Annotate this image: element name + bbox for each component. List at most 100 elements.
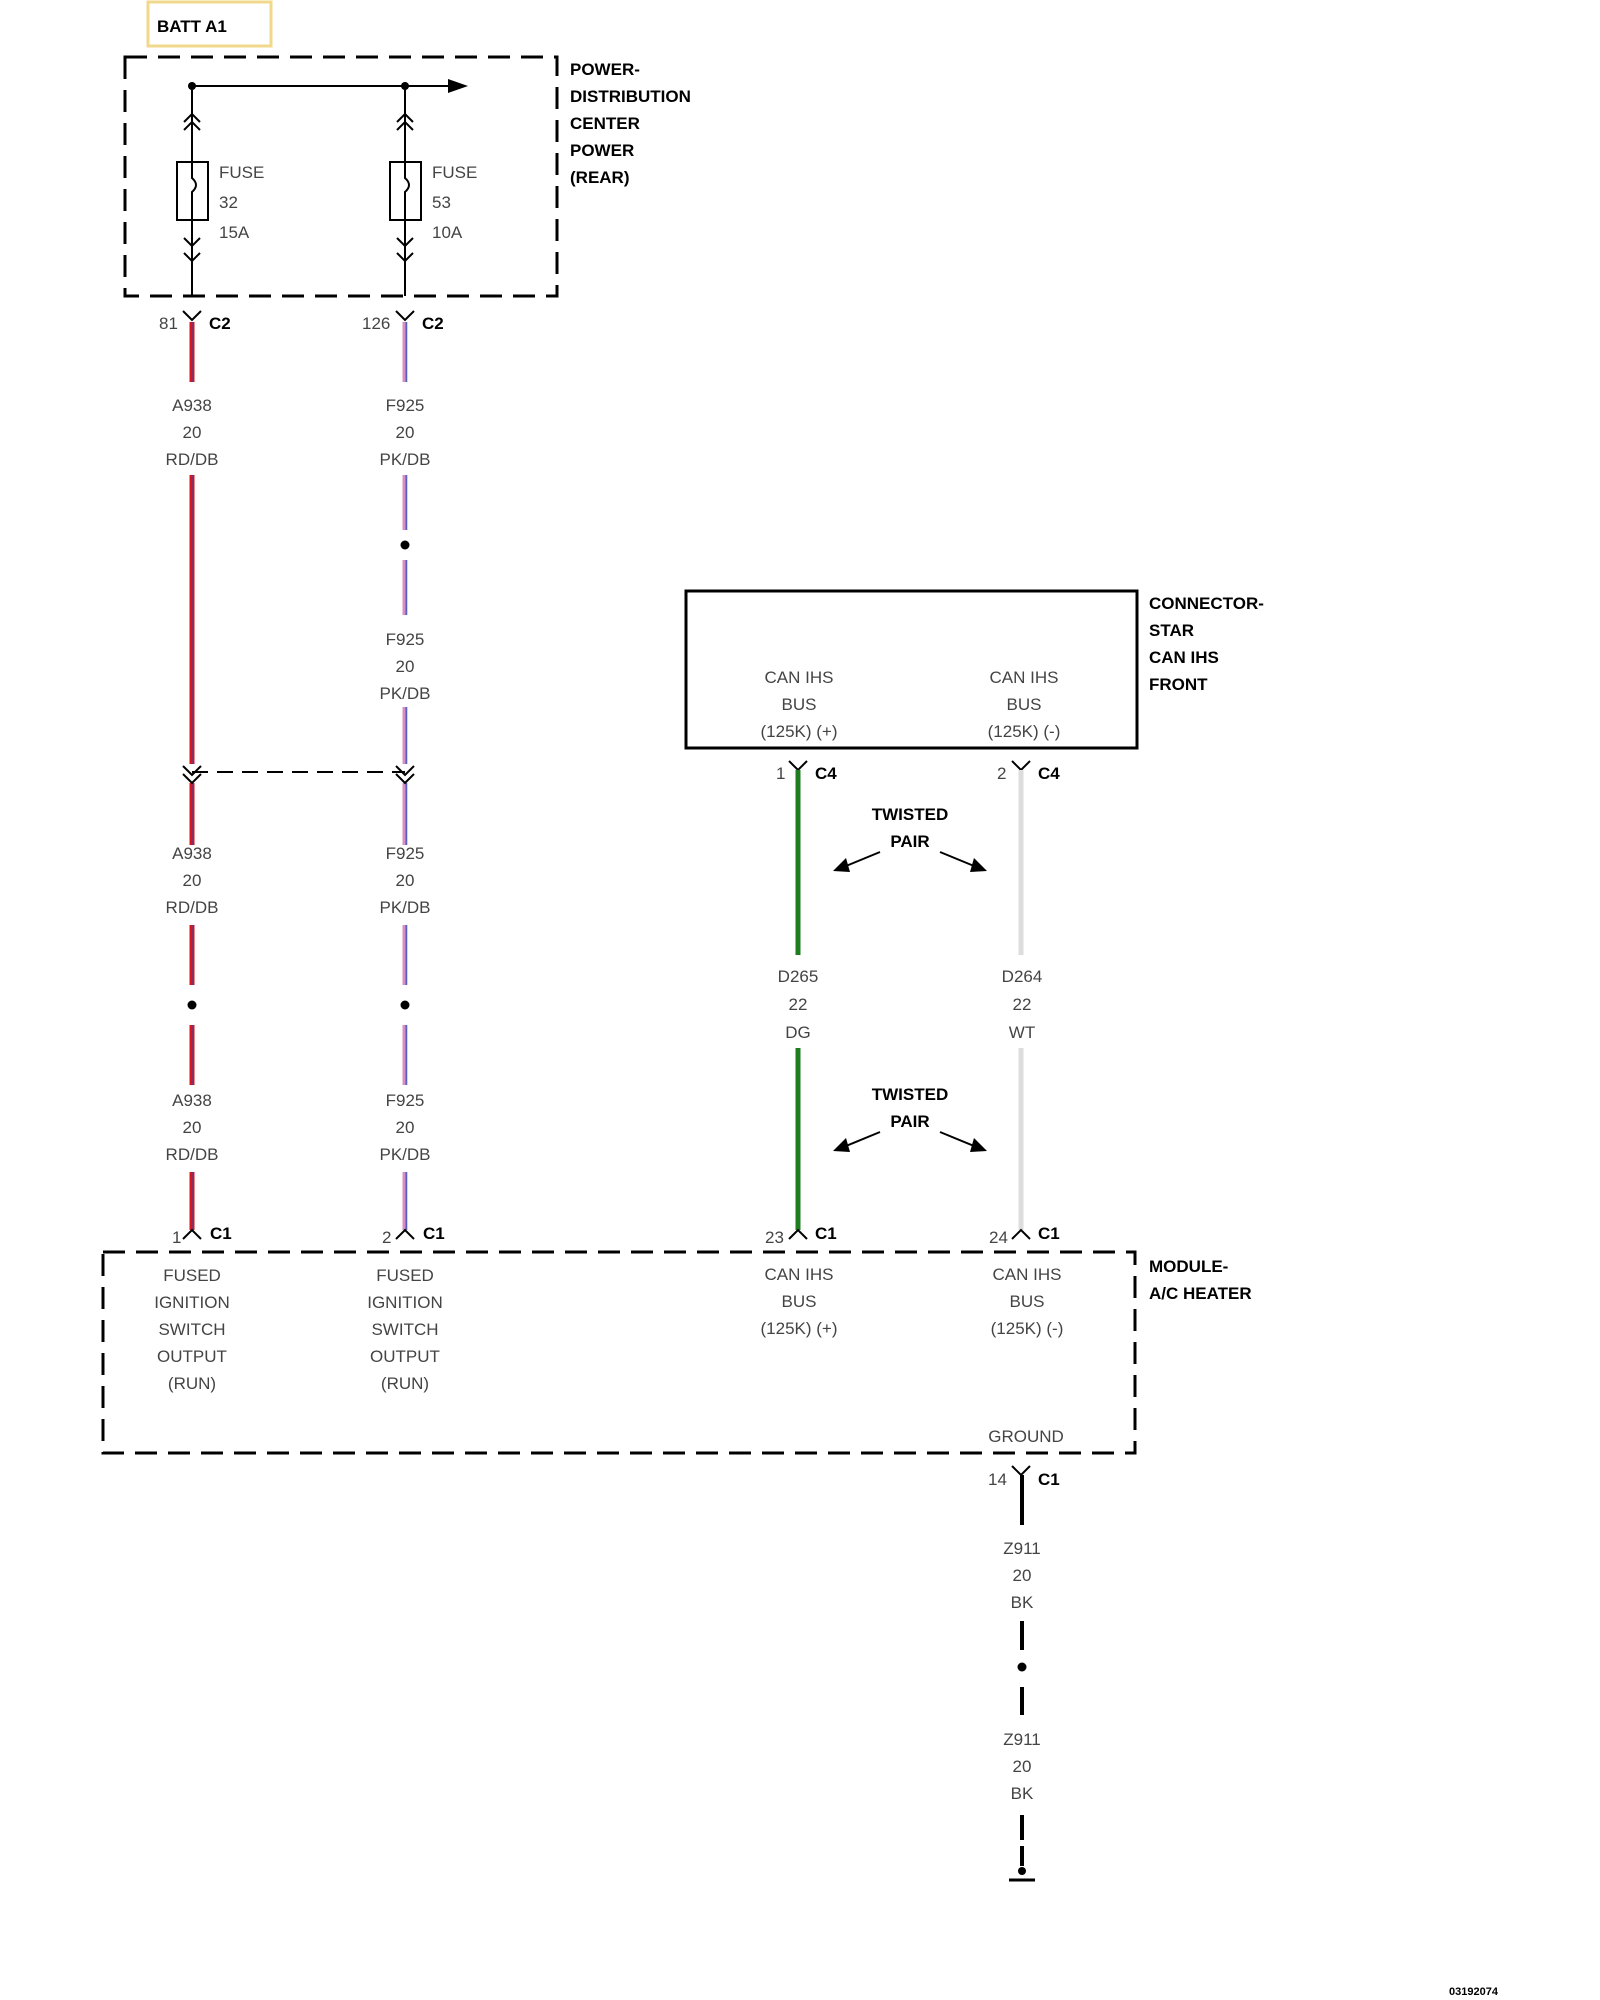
- svg-text:20: 20: [1013, 1757, 1032, 1776]
- module-pin-2: 2 C1: [382, 1224, 445, 1247]
- fuse-53: FUSE 53 10A: [389, 86, 477, 296]
- splice-dot: [1017, 1662, 1027, 1672]
- svg-text:2: 2: [997, 764, 1006, 783]
- svg-text:STAR: STAR: [1149, 621, 1194, 640]
- module-name: MODULE- A/C HEATER: [1149, 1257, 1252, 1303]
- module-pin-1-label: FUSED IGNITION SWITCH OUTPUT (RUN): [154, 1266, 230, 1393]
- svg-text:TWISTED: TWISTED: [872, 805, 949, 824]
- svg-text:C1: C1: [423, 1224, 445, 1243]
- svg-text:20: 20: [183, 871, 202, 890]
- svg-text:C4: C4: [1038, 764, 1060, 783]
- batt-label: BATT A1: [157, 17, 227, 36]
- fuse-32: FUSE 32 15A: [176, 86, 264, 296]
- d264-label: D264 22 WT: [1002, 967, 1043, 1042]
- svg-text:MODULE-: MODULE-: [1149, 1257, 1228, 1276]
- module-box: [101, 1250, 1137, 1455]
- svg-text:20: 20: [396, 423, 415, 442]
- svg-text:C1: C1: [815, 1224, 837, 1243]
- svg-text:C1: C1: [1038, 1470, 1060, 1489]
- svg-text:CAN IHS: CAN IHS: [990, 668, 1059, 687]
- svg-text:81: 81: [159, 314, 178, 333]
- a938-label-3: A938 20 RD/DB: [166, 1091, 219, 1164]
- svg-text:C1: C1: [210, 1224, 232, 1243]
- f925-label-2: F925 20 PK/DB: [379, 630, 430, 703]
- svg-text:PAIR: PAIR: [890, 1112, 929, 1131]
- svg-text:PAIR: PAIR: [890, 832, 929, 851]
- f925-label-1: F925 20 PK/DB: [379, 396, 430, 469]
- svg-text:IGNITION: IGNITION: [154, 1293, 230, 1312]
- module-pin-23: 23 C1: [765, 1224, 837, 1247]
- f925-label-4: F925 20 PK/DB: [379, 1091, 430, 1164]
- svg-text:SWITCH: SWITCH: [371, 1320, 438, 1339]
- svg-text:20: 20: [396, 657, 415, 676]
- a938-label-2: A938 20 RD/DB: [166, 844, 219, 917]
- module-pin-23-label: CAN IHS BUS (125K) (+): [761, 1265, 838, 1338]
- inline-connector: [182, 765, 415, 785]
- fuse-32-word: FUSE: [219, 163, 264, 182]
- svg-text:FUSED: FUSED: [163, 1266, 221, 1285]
- fuse-53-word: FUSE: [432, 163, 477, 182]
- svg-text:IGNITION: IGNITION: [367, 1293, 443, 1312]
- svg-text:TWISTED: TWISTED: [872, 1085, 949, 1104]
- splice-dot: [400, 1000, 410, 1010]
- star-connector-box: [684, 589, 1139, 750]
- wire-a938: [189, 322, 195, 1230]
- svg-text:PK/DB: PK/DB: [379, 684, 430, 703]
- svg-text:20: 20: [396, 871, 415, 890]
- svg-text:(125K) (-): (125K) (-): [991, 1319, 1064, 1338]
- svg-text:1: 1: [776, 764, 785, 783]
- svg-text:BUS: BUS: [1010, 1292, 1045, 1311]
- svg-text:(125K) (-): (125K) (-): [988, 722, 1061, 741]
- star-pin-2-label: CAN IHS BUS (125K) (-): [988, 668, 1061, 741]
- batt-frame: [146, 0, 273, 48]
- svg-text:RD/DB: RD/DB: [166, 898, 219, 917]
- svg-text:PK/DB: PK/DB: [379, 1145, 430, 1164]
- svg-text:23: 23: [765, 1228, 784, 1247]
- svg-text:(125K) (+): (125K) (+): [761, 722, 838, 741]
- svg-text:F925: F925: [386, 1091, 425, 1110]
- wire-f925: [402, 322, 408, 1230]
- svg-text:F925: F925: [386, 396, 425, 415]
- svg-text:Z911: Z911: [1003, 1539, 1041, 1558]
- svg-text:24: 24: [989, 1228, 1008, 1247]
- ground-pin-14: 14 C1: [988, 1465, 1060, 1489]
- svg-text:CAN IHS: CAN IHS: [993, 1265, 1062, 1284]
- svg-text:CAN IHS: CAN IHS: [1149, 648, 1219, 667]
- svg-text:BK: BK: [1011, 1593, 1034, 1612]
- star-connector-name: CONNECTOR- STAR CAN IHS FRONT: [1149, 594, 1264, 694]
- splice-dot: [187, 1000, 197, 1010]
- svg-text:OUTPUT: OUTPUT: [370, 1347, 440, 1366]
- svg-text:CAN IHS: CAN IHS: [765, 668, 834, 687]
- svg-text:SWITCH: SWITCH: [158, 1320, 225, 1339]
- svg-text:14: 14: [988, 1470, 1007, 1489]
- svg-text:POWER-: POWER-: [570, 60, 640, 79]
- fuse-53-number: 53: [432, 193, 451, 212]
- svg-text:20: 20: [183, 1118, 202, 1137]
- module-pin-1: 1 C1: [172, 1224, 232, 1247]
- svg-text:OUTPUT: OUTPUT: [157, 1347, 227, 1366]
- twisted-pair-label-2: TWISTED PAIR: [833, 1085, 987, 1152]
- svg-text:CENTER: CENTER: [570, 114, 640, 133]
- svg-text:22: 22: [1013, 995, 1032, 1014]
- z911-label-2: Z911 20 BK: [1003, 1730, 1041, 1803]
- pdc-pin-126: 126 C2: [362, 310, 444, 333]
- svg-text:CAN IHS: CAN IHS: [765, 1265, 834, 1284]
- ground-label: GROUND: [988, 1427, 1064, 1446]
- fuse-32-number: 32: [219, 193, 238, 212]
- svg-text:(REAR): (REAR): [570, 168, 630, 187]
- svg-text:POWER: POWER: [570, 141, 634, 160]
- svg-text:RD/DB: RD/DB: [166, 450, 219, 469]
- svg-text:F925: F925: [386, 844, 425, 863]
- svg-text:BUS: BUS: [782, 1292, 817, 1311]
- svg-text:A938: A938: [172, 1091, 212, 1110]
- svg-text:20: 20: [396, 1118, 415, 1137]
- svg-text:C4: C4: [815, 764, 837, 783]
- svg-text:22: 22: [789, 995, 808, 1014]
- svg-text:DISTRIBUTION: DISTRIBUTION: [570, 87, 691, 106]
- svg-text:A938: A938: [172, 396, 212, 415]
- twisted-pair-label-1: TWISTED PAIR: [833, 805, 987, 872]
- svg-text:2: 2: [382, 1228, 391, 1247]
- svg-text:D265: D265: [778, 967, 819, 986]
- svg-text:20: 20: [183, 423, 202, 442]
- pdc-box: [123, 55, 559, 298]
